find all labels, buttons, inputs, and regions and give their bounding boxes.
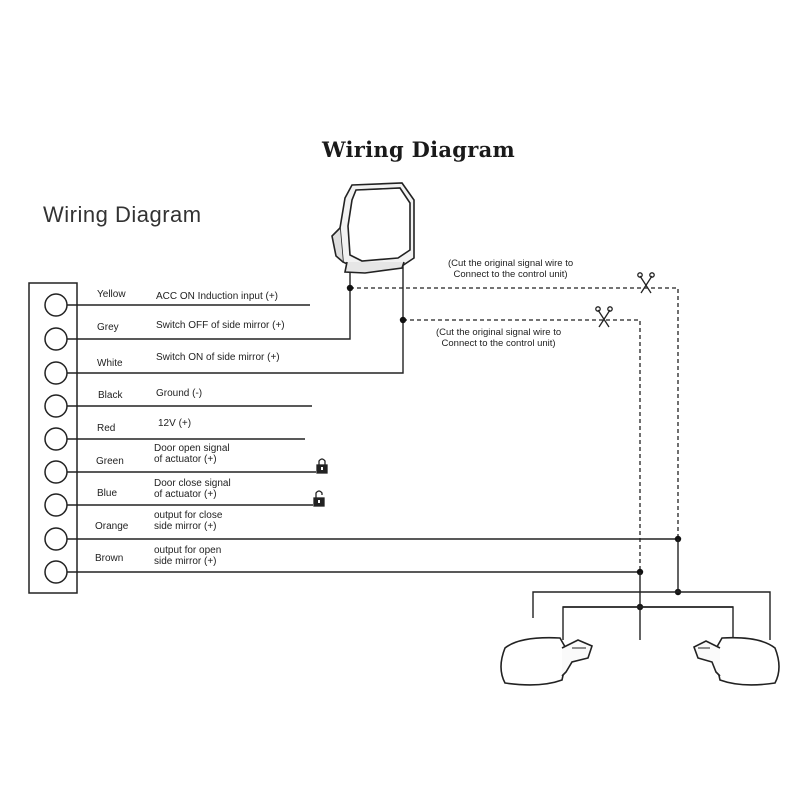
- wire-white: [67, 319, 404, 374]
- diagram-title-secondary: Wiring Diagram: [43, 202, 202, 227]
- diagram-title: Wiring Diagram: [322, 137, 516, 162]
- rocker-switch-icon: [331, 182, 415, 274]
- junction-dots: [346, 284, 682, 611]
- pin-color-label: Blue: [97, 488, 118, 499]
- pin-color-label: Black: [98, 390, 123, 401]
- side-mirror-right-icon: [693, 636, 780, 686]
- pin-color-label: Grey: [97, 322, 119, 333]
- pin-green: [44, 460, 68, 484]
- pin-white: [44, 361, 68, 385]
- mirror-harness: [532, 539, 771, 640]
- pin-color-label: Red: [97, 423, 116, 434]
- pin-grey: [44, 327, 68, 351]
- pin-color-label: White: [97, 358, 123, 369]
- cut-signal-note-lower: (Cut the original signal wire to Connect…: [436, 327, 562, 349]
- connector-block: [28, 282, 78, 594]
- padlock-closed-icon: [316, 458, 328, 474]
- pin-orange: [44, 527, 68, 551]
- pin-color-label: Brown: [95, 553, 124, 564]
- pin-description: Door close signal of actuator (+): [154, 478, 231, 500]
- pin-blue: [44, 493, 68, 517]
- wire-grey: [67, 286, 351, 340]
- pin-description: output for close side mirror (+): [154, 510, 223, 532]
- pin-color-label: Orange: [95, 521, 129, 532]
- padlock-open-icon: [313, 490, 325, 507]
- pin-description: ACC ON Induction input (+): [156, 291, 278, 302]
- pin-yellow: [44, 293, 68, 317]
- pin-description: Switch ON of side mirror (+): [156, 352, 280, 363]
- cut-signal-note-upper: (Cut the original signal wire to Connect…: [448, 258, 574, 280]
- connector-pins: [44, 293, 68, 584]
- pin-description: Door open signal of actuator (+): [154, 443, 230, 465]
- pin-color-label: Green: [96, 456, 124, 467]
- pin-brown: [44, 560, 68, 584]
- pin-description: output for open side mirror (+): [154, 545, 222, 567]
- pin-description: Switch OFF of side mirror (+): [156, 320, 285, 331]
- signal-dashed-lines: [350, 287, 679, 572]
- side-mirror-left-icon: [500, 636, 593, 686]
- pin-red: [44, 427, 68, 451]
- pin-color-label: Yellow: [97, 289, 126, 300]
- pin-wires: [67, 286, 678, 573]
- pin-black: [44, 394, 68, 418]
- pin-description: Ground (-): [156, 388, 203, 399]
- scissors-icon: [637, 272, 655, 294]
- dashed-line-upper: [350, 287, 679, 540]
- scissors-icon: [595, 306, 613, 328]
- pin-description: 12V (+): [158, 418, 192, 429]
- dashed-line-lower: [403, 319, 641, 572]
